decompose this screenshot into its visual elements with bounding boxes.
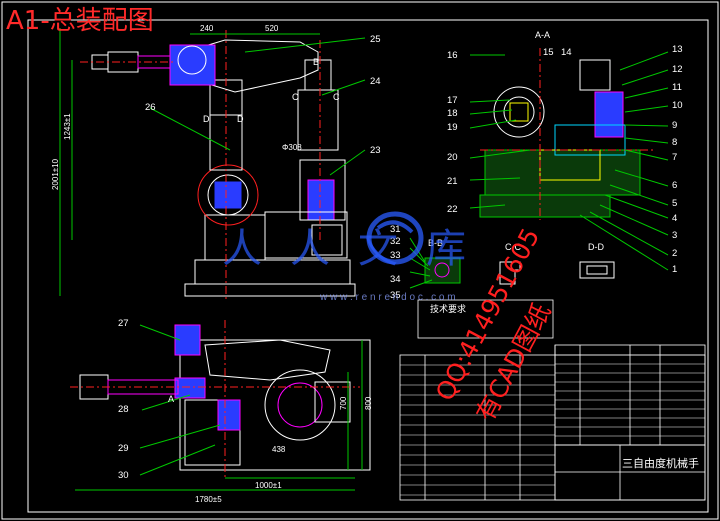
part-number-14: 14 xyxy=(561,47,572,58)
dim-1780: 1780±5 xyxy=(195,495,222,504)
section-mark-c-right: C xyxy=(333,92,340,102)
dim-phi308: Φ308 xyxy=(282,143,302,152)
drawing-frame-inner xyxy=(27,19,709,513)
part-number-19: 19 xyxy=(447,122,458,133)
part-number-24: 24 xyxy=(370,76,381,87)
part-number-5: 5 xyxy=(672,198,677,209)
part-number-31: 31 xyxy=(390,224,401,235)
part-number-16: 16 xyxy=(447,50,458,61)
part-number-3: 3 xyxy=(672,230,677,241)
title-block-name: 三自由度机械手 xyxy=(622,456,699,470)
dim-1243: 1243±1 xyxy=(63,113,72,140)
part-number-28: 28 xyxy=(118,404,129,415)
section-mark-d-left: D xyxy=(203,114,210,124)
part-number-22: 22 xyxy=(447,204,458,215)
section-mark-d-right: D xyxy=(237,114,244,124)
part-number-4: 4 xyxy=(672,213,677,224)
section-label-c-c: C-C xyxy=(505,242,521,252)
part-number-10: 10 xyxy=(672,100,683,111)
part-number-32: 32 xyxy=(390,236,401,247)
section-mark-c-left: C xyxy=(292,92,299,102)
part-number-26: 26 xyxy=(145,102,156,113)
dim-240: 240 xyxy=(200,24,214,33)
tech-requirements-box xyxy=(417,299,554,339)
dim-800: 800 xyxy=(364,396,373,410)
part-number-25: 25 xyxy=(370,34,381,45)
top-view xyxy=(70,320,371,491)
dim-2001: 2001±10 xyxy=(51,158,60,190)
front-view xyxy=(59,28,366,300)
part-number-7: 7 xyxy=(672,152,677,163)
part-number-11: 11 xyxy=(672,82,682,93)
section-view-c-c xyxy=(499,261,521,285)
dim-1000: 1000±1 xyxy=(255,481,282,490)
section-view-b-b xyxy=(409,237,461,289)
watermark-logo xyxy=(366,211,424,265)
part-number-8: 8 xyxy=(672,137,677,148)
watermark-brand: 人人文库 xyxy=(222,226,494,272)
part-number-15: 15 xyxy=(543,47,554,58)
part-number-29: 29 xyxy=(118,443,129,454)
part-number-6: 6 xyxy=(672,180,677,191)
dim-700: 700 xyxy=(339,396,348,410)
section-label-a-a: A-A xyxy=(535,30,550,40)
part-number-33: 33 xyxy=(390,250,401,261)
part-number-18: 18 xyxy=(447,108,458,119)
part-number-30: 30 xyxy=(118,470,129,481)
dim-438: 438 xyxy=(272,445,286,454)
part-number-21: 21 xyxy=(447,176,458,187)
part-number-17: 17 xyxy=(447,95,458,106)
section-view-d-d xyxy=(579,261,615,279)
part-number-13: 13 xyxy=(672,44,683,55)
drawing-title: A1-总装配图 xyxy=(6,6,154,36)
section-label-d-d: D-D xyxy=(588,242,604,252)
part-number-labels: 1234567891011121314151617181920212223242… xyxy=(118,34,683,481)
dim-520: 520 xyxy=(265,24,279,33)
section-mark-b: B xyxy=(313,57,319,67)
part-number-9: 9 xyxy=(672,120,677,131)
watermark-url: w w w . r e n r e n d o c . c o m xyxy=(319,292,456,303)
part-number-1: 1 xyxy=(672,264,677,275)
section-view-a-a xyxy=(469,48,669,271)
part-number-35: 35 xyxy=(390,290,401,301)
part-number-27: 27 xyxy=(118,318,129,329)
tech-requirements-title: 技术要求 xyxy=(430,303,466,314)
part-number-20: 20 xyxy=(447,152,458,163)
part-number-34: 34 xyxy=(390,274,401,285)
parts-list-rows xyxy=(400,354,705,496)
section-label-b-b: B-B xyxy=(428,238,443,248)
section-mark-a: A xyxy=(168,394,174,404)
part-number-23: 23 xyxy=(370,145,381,156)
part-number-12: 12 xyxy=(672,64,683,75)
part-number-2: 2 xyxy=(672,248,677,259)
